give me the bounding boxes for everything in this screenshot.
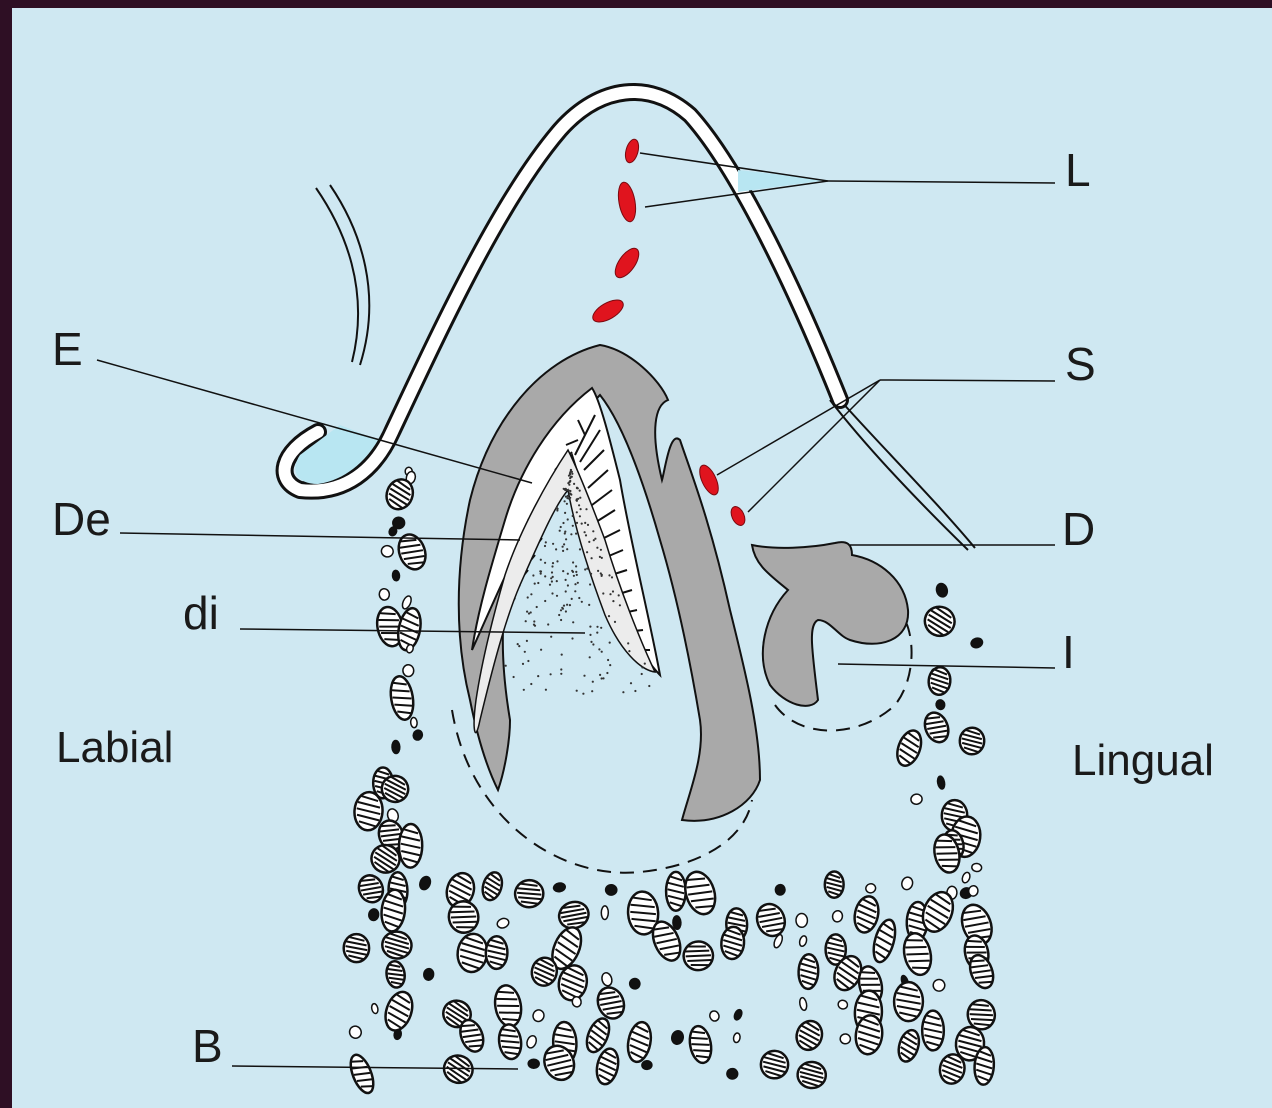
label-L: L <box>1065 144 1091 196</box>
successor-tooth-germ <box>752 542 908 706</box>
label-D: D <box>1062 503 1095 555</box>
label-labial: Labial <box>56 723 173 772</box>
label-lingual: Lingual <box>1072 736 1214 785</box>
label-S: S <box>1065 338 1096 390</box>
label-De: De <box>52 493 111 545</box>
label-E: E <box>52 323 83 375</box>
label-I: I <box>1062 626 1075 678</box>
label-di: di <box>183 587 219 639</box>
label-B: B <box>192 1020 223 1072</box>
